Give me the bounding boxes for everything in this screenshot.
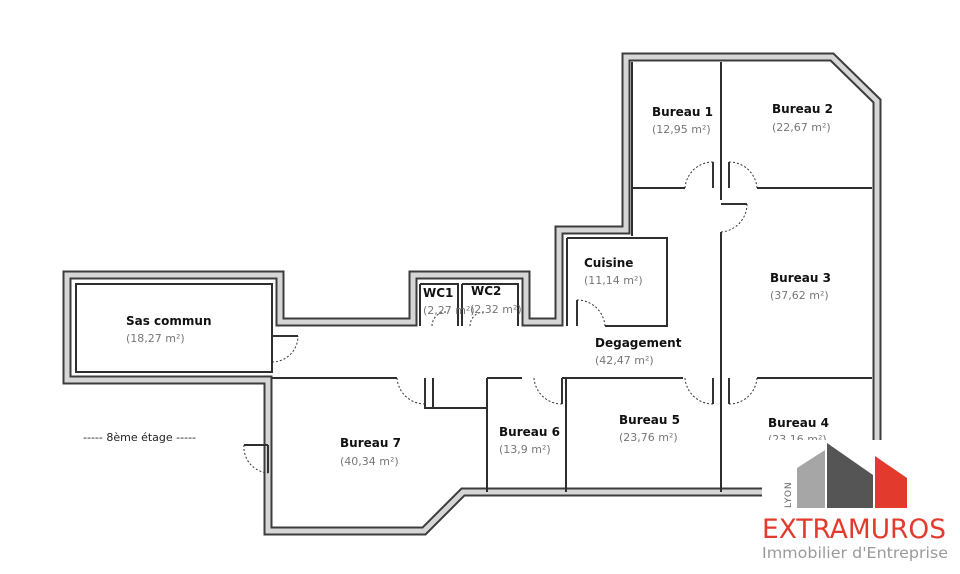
room-area-degagement: (42,47 m²): [595, 354, 654, 367]
cuisine-wall: [567, 237, 668, 327]
room-name-bureau-6: Bureau 6: [499, 425, 560, 439]
door-arc: [728, 377, 758, 405]
room-name-sas-commun: Sas commun: [126, 314, 212, 328]
door-arc: [684, 377, 714, 405]
room-name-wc2: WC2: [471, 284, 501, 298]
sas-wall: [75, 283, 273, 373]
room-name-wc1: WC1: [423, 286, 453, 300]
room-area-cuisine: (11,14 m²): [584, 274, 643, 287]
room-area-bureau-1: (12,95 m²): [652, 123, 711, 136]
stub-wall: [424, 378, 434, 409]
room-area-bureau-3: (37,62 m²): [770, 289, 829, 302]
room-area-bureau-6: (13,9 m²): [499, 443, 551, 456]
room-area-bureau-5: (23,76 m²): [619, 431, 678, 444]
door-arc: [684, 161, 714, 189]
room-area-bureau-2: (22,67 m²): [772, 121, 831, 134]
door-arc: [243, 444, 269, 474]
doors: [243, 161, 758, 474]
interior-walls: [75, 62, 872, 492]
room-name-bureau-5: Bureau 5: [619, 413, 680, 427]
room-area-wc1: (2,27 m²): [423, 304, 475, 317]
room-area-wc2: (2,32 m²): [470, 303, 522, 316]
door-arc: [720, 203, 748, 233]
door-arc: [469, 311, 485, 327]
door-arc: [271, 335, 299, 363]
door-arc: [533, 377, 563, 405]
door-arc: [576, 299, 606, 327]
room-name-bureau-3: Bureau 3: [770, 271, 831, 285]
door-arc: [728, 161, 758, 189]
floor-label: ----- 8ème étage -----: [83, 431, 196, 444]
door-arc: [396, 377, 426, 405]
room-area-sas-commun: (18,27 m²): [126, 332, 185, 345]
logo-building-grey-light: [797, 450, 825, 508]
extramuros-logo: LYON EXTRAMUROS Immobilier d'Entreprise: [762, 440, 960, 574]
logo-brand: EXTRAMUROS: [762, 514, 946, 545]
room-name-bureau-4: Bureau 4: [768, 416, 829, 430]
logo-city: LYON: [784, 481, 794, 508]
room-area-bureau-7: (40,34 m²): [340, 455, 399, 468]
wc1-wall: [420, 283, 459, 326]
room-name-cuisine: Cuisine: [584, 256, 633, 270]
logo-tagline: Immobilier d'Entreprise: [762, 544, 948, 562]
room-name-bureau-1: Bureau 1: [652, 105, 713, 119]
room-name-degagement: Degagement: [595, 336, 682, 350]
logo-building-red: [875, 456, 907, 508]
room-name-bureau-2: Bureau 2: [772, 102, 833, 116]
door-arc: [431, 311, 447, 327]
room-labels: Bureau 1 (12,95 m²) Bureau 2 (22,67 m²) …: [83, 102, 833, 468]
logo-building-grey-dark: [827, 443, 873, 508]
room-name-bureau-7: Bureau 7: [340, 436, 401, 450]
wc2-wall: [462, 283, 519, 326]
